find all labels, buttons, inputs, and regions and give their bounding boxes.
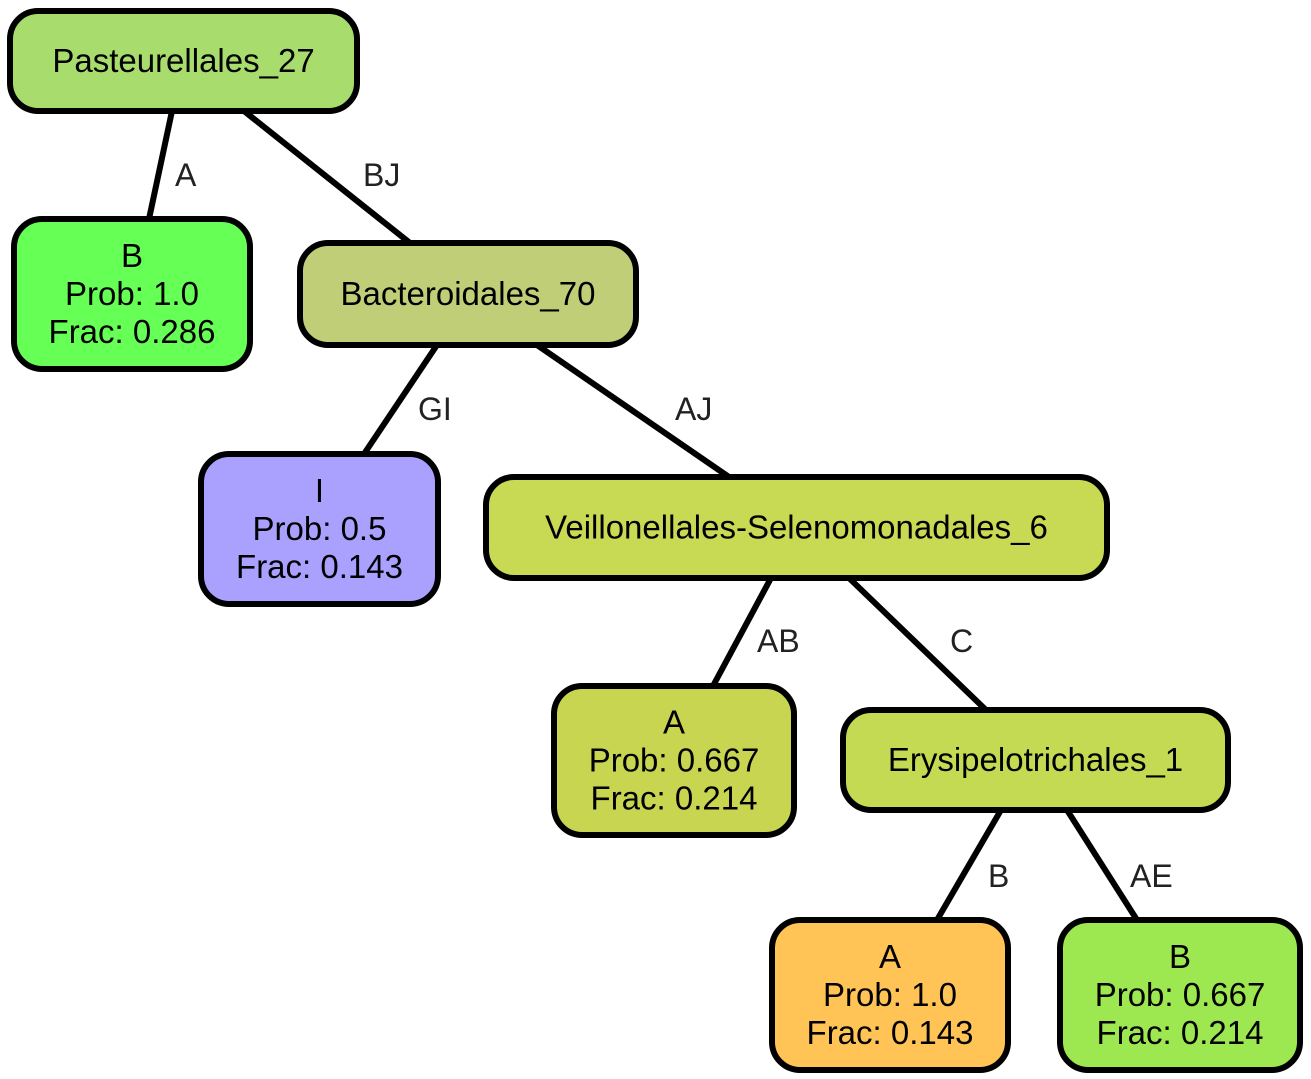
node-title: Pasteurellales_27 <box>52 42 314 79</box>
node-box <box>769 917 1011 1073</box>
node-detail: Frac: 0.286 <box>49 313 216 350</box>
edge-n_bact-n_i: GI <box>361 343 452 456</box>
edge-line <box>846 575 989 713</box>
node-detail: Prob: 1.0 <box>65 275 199 312</box>
node-title: Veillonellales-Selenomonadales_6 <box>545 509 1048 546</box>
node-detail: Prob: 1.0 <box>823 976 957 1013</box>
tree-node: Bacteroidales_70 <box>297 240 639 348</box>
node-box <box>7 8 360 114</box>
edge-label: GI <box>418 391 452 427</box>
tree-node: Veillonellales-Selenomonadales_6 <box>483 474 1110 581</box>
node-title: B <box>1169 938 1191 975</box>
node-title: I <box>315 472 324 509</box>
node-box <box>551 683 797 838</box>
node-box <box>11 216 253 372</box>
edge-n_veil-n_erys: C <box>846 575 989 713</box>
node-title: A <box>663 704 685 741</box>
edge-n_past-n_bact: BJ <box>242 108 412 246</box>
node-detail: Prob: 0.5 <box>253 510 387 547</box>
node-title: Erysipelotrichales_1 <box>888 741 1183 778</box>
node-detail: Prob: 0.667 <box>1095 976 1266 1013</box>
edge-label: AJ <box>675 391 712 427</box>
node-detail: Frac: 0.214 <box>1097 1014 1264 1051</box>
edge-n_erys-n_b2: AE <box>1064 808 1173 922</box>
node-box <box>483 474 1110 581</box>
edge-n_past-n_b1: A <box>146 110 197 220</box>
edge-n_veil-n_a1: AB <box>710 576 800 688</box>
edge-line <box>1064 808 1140 922</box>
edge-line <box>535 342 731 480</box>
node-title: Bacteroidales_70 <box>340 275 595 312</box>
node-detail: Frac: 0.214 <box>591 780 758 817</box>
node-title: A <box>879 938 901 975</box>
tree-node: Pasteurellales_27 <box>7 8 360 114</box>
node-detail: Prob: 0.667 <box>589 742 760 779</box>
edge-line <box>242 108 412 246</box>
node-box <box>1057 917 1303 1073</box>
node-box <box>297 240 639 348</box>
edge-line <box>146 110 175 220</box>
edge-n_erys-n_a2: B <box>934 808 1009 922</box>
edge-label: A <box>175 157 197 193</box>
node-detail: Frac: 0.143 <box>236 548 403 585</box>
edge-label: C <box>950 623 973 659</box>
edge-label: B <box>988 858 1009 894</box>
edge-label: AE <box>1130 858 1173 894</box>
tree-node: Erysipelotrichales_1 <box>840 707 1231 813</box>
edge-label: AB <box>757 623 800 659</box>
node-box <box>198 451 441 607</box>
node-box <box>840 707 1231 813</box>
edge-label: BJ <box>363 157 400 193</box>
edge-line <box>710 576 774 688</box>
node-title: B <box>121 237 143 274</box>
node-detail: Frac: 0.143 <box>807 1014 974 1051</box>
edge-line <box>934 808 1004 922</box>
edge-n_bact-n_veil: AJ <box>535 342 731 480</box>
edge-line <box>361 343 440 456</box>
